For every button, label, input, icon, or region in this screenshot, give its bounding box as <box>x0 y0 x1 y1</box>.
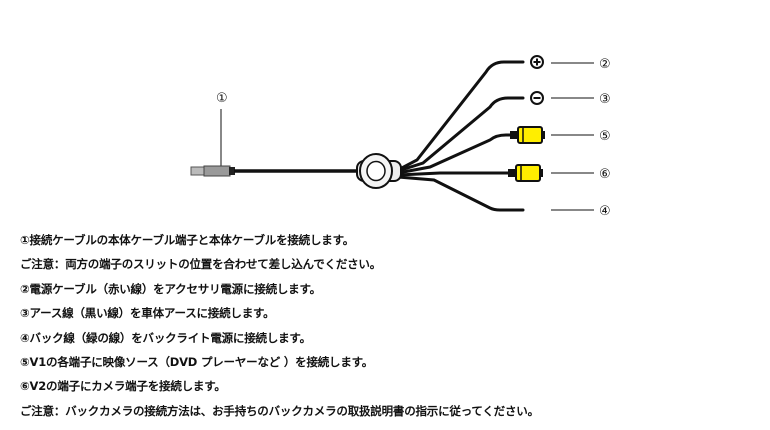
instruction-line: ①接続ケーブルの本体ケーブル端子と本体ケーブルを接続します。 <box>20 233 355 247</box>
main-connector <box>190 165 235 177</box>
wire-video-2 <box>396 171 510 177</box>
instruction-line: ご注意：両方の端子のスリットの位置を合わせて差し込んでください。 <box>20 257 382 272</box>
callout-5-label: ⑤ <box>599 129 611 144</box>
instruction-line: ご注意：バックカメラの接続方法は、お手持ちのバックカメラの取扱説明書の指示に従っ… <box>20 403 539 418</box>
rca-connector-v2 <box>508 164 543 182</box>
instruction-line: ②電源ケーブル（赤い線）をアクセサリ電源に接続します。 <box>20 281 321 296</box>
instruction-line: ③アース線（黒い線）を車体アースに接続します。 <box>20 306 275 321</box>
plus-icon <box>530 55 544 69</box>
callout-2-label: ② <box>599 57 611 72</box>
callout-1-label: ① <box>216 91 228 106</box>
instruction-line: ⑥V2の端子にカメラ端子を接続します。 <box>20 379 226 394</box>
wire-power <box>396 60 525 172</box>
junction-block <box>356 153 402 189</box>
minus-icon <box>530 91 544 105</box>
cable-diagram: ① <box>190 55 611 219</box>
instruction-list: ①接続ケーブルの本体ケーブル端子と本体ケーブルを接続します。 ご注意：両方の端子… <box>20 228 539 423</box>
callout-3-label: ③ <box>599 92 611 107</box>
wire-back <box>396 175 525 212</box>
wire-video-1 <box>396 133 515 175</box>
wire-ground <box>396 96 525 173</box>
callout-6-label: ⑥ <box>599 167 611 182</box>
callout-4-label: ④ <box>599 204 611 219</box>
instruction-line: ⑤V1の各端子に映像ソース（DVD プレーヤーなど ）を接続します。 <box>20 355 374 370</box>
rca-connector-v1 <box>510 126 545 144</box>
instruction-line: ④バック線（緑の線）をバックライト電源に接続します。 <box>20 330 311 345</box>
